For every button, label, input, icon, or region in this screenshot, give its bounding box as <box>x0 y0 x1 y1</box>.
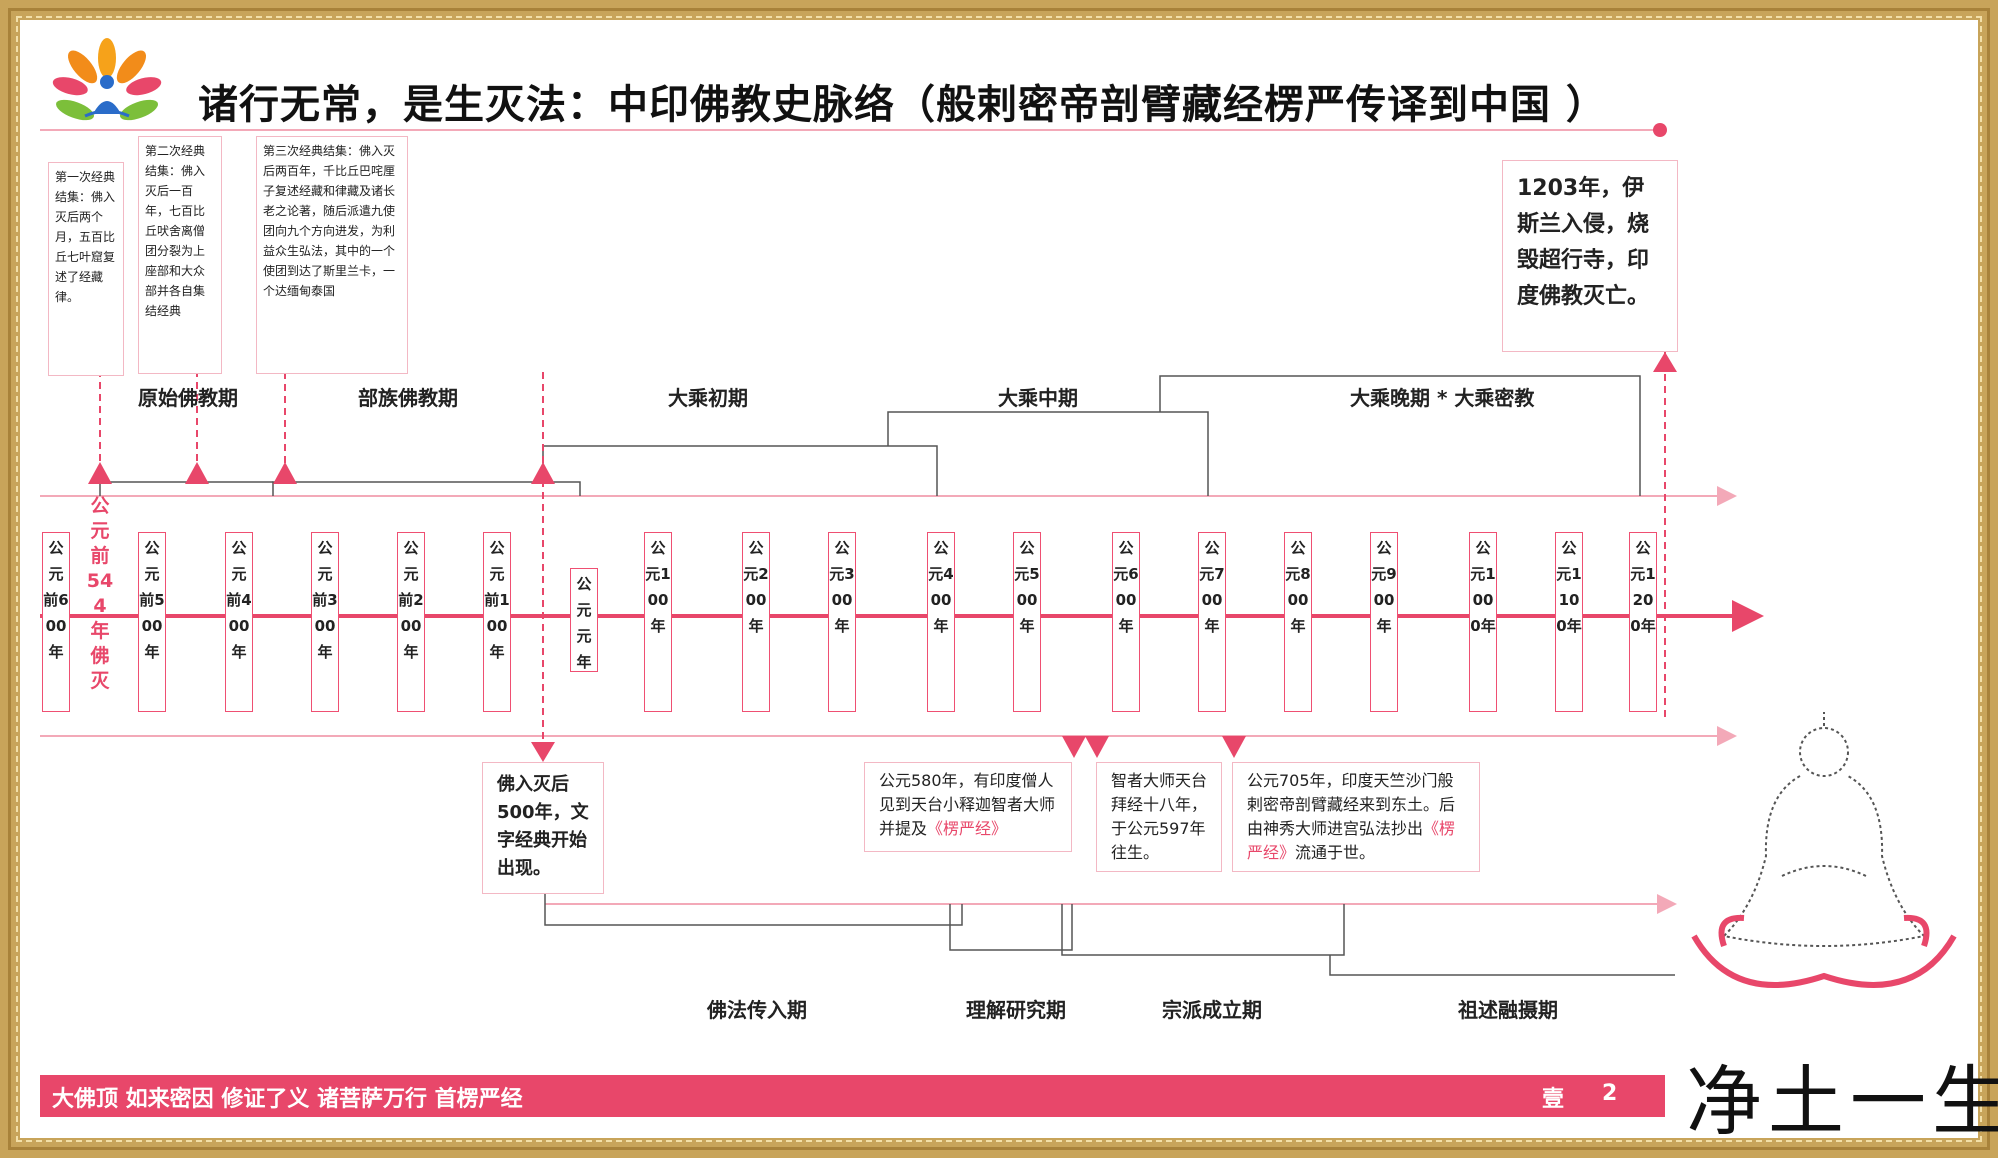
written-scripture-box: 佛入灭后500年，文字经典开始出现。 <box>482 762 604 894</box>
footer-text: 大佛顶 如来密因 修证了义 诸菩萨万行 首楞严经 <box>52 1087 523 1112</box>
tick-900ad: 公元900年 <box>1370 532 1398 712</box>
down-triangles <box>531 736 1246 762</box>
footer-page-label: 壹 <box>1542 1087 1565 1112</box>
tick-1200ad: 公元1200年 <box>1629 532 1657 712</box>
period-schools: 宗派成立期 <box>1162 998 1262 1022</box>
tick-700ad: 公元700年 <box>1198 532 1226 712</box>
buddha-outline-image <box>1691 712 1957 988</box>
period-late-mahayana: 大乘晚期 * 大乘密教 <box>1350 386 1535 410</box>
tick-100ad: 公元100年 <box>644 532 672 712</box>
event-705-end: 流通于世。 <box>1295 843 1376 862</box>
period-sectarian: 部族佛教期 <box>358 386 458 410</box>
tick-800ad: 公元800年 <box>1284 532 1312 712</box>
brand-calligraphy: 净土一生 <box>1686 1057 1998 1146</box>
footer-bar: 大佛顶 如来密因 修证了义 诸菩萨万行 首楞严经 壹 2 <box>40 1075 1665 1117</box>
period-early-mahayana: 大乘初期 <box>668 386 748 410</box>
period-synthesis: 祖述融摄期 <box>1458 998 1558 1022</box>
period-study: 理解研究期 <box>966 998 1066 1022</box>
page-title: 诸行无常，是生灭法：中印佛教史脉络（般剌密帝剖臂藏经楞严传译到中国 ） <box>198 82 1607 128</box>
header-rule-dot <box>1653 123 1667 137</box>
tick-300bc: 公元前300年 <box>311 532 339 712</box>
tick-200ad: 公元200年 <box>742 532 770 712</box>
tick-600ad: 公元600年 <box>1112 532 1140 712</box>
up-triangles <box>88 352 1677 484</box>
islam-invasion-box: 1203年，伊斯兰入侵，烧毁超行寺，印度佛教灭亡。 <box>1502 160 1678 352</box>
footer-page-number: 2 <box>1602 1081 1618 1106</box>
tick-500ad: 公元500年 <box>1013 532 1041 712</box>
lotus-meditation-logo <box>52 38 162 121</box>
period-middle-mahayana: 大乘中期 <box>998 386 1078 410</box>
tick-100bc: 公元前100年 <box>483 532 511 712</box>
tick-400bc: 公元前400年 <box>225 532 253 712</box>
tick-200bc: 公元前200年 <box>397 532 425 712</box>
second-council-box: 第二次经典结集：佛入灭后一百年，七百比丘吠舍离僧团分裂为上座部和大众部并各自集结… <box>138 136 222 374</box>
zhizhe-box: 智者大师天台拜经十八年，于公元597年往生。 <box>1096 762 1222 872</box>
tick-600bc: 公元前600年 <box>42 532 70 712</box>
event-705-sutra: 《楞严经》 <box>1247 819 1456 862</box>
event-705-text: 公元705年，印度天竺沙门般剌密帝剖臂藏经来到东土。后由神秀大师进宫弘法抄出 <box>1247 771 1456 838</box>
event-580-box: 公元580年，有印度僧人见到天台小释迦智者大师并提及《楞严经》 <box>864 762 1072 852</box>
tick-1000ad: 公元1000年 <box>1469 532 1497 712</box>
buddha-death-label: 公元前544年 佛灭 <box>86 495 114 692</box>
period-introduction: 佛法传入期 <box>707 998 807 1022</box>
event-580-sutra: 《楞严经》 <box>927 819 1008 838</box>
event-dashed-lines <box>99 350 1666 742</box>
tick-500bc: 公元前500年 <box>138 532 166 712</box>
tick-400ad: 公元400年 <box>927 532 955 712</box>
event-705-box: 公元705年，印度天竺沙门般剌密帝剖臂藏经来到东土。后由神秀大师进宫弘法抄出《楞… <box>1232 762 1480 872</box>
period-early-buddhism: 原始佛教期 <box>138 386 238 410</box>
event-580-text: 公元580年，有印度僧人见到天台小释迦智者大师并提及 <box>879 771 1056 838</box>
first-council-box: 第一次经典结集：佛入灭后两个月，五百比丘七叶窟复述了经藏律。 <box>48 162 124 376</box>
china-period-brackets <box>544 886 1675 976</box>
tick-1100ad: 公元1100年 <box>1555 532 1583 712</box>
tick-300ad: 公元300年 <box>828 532 856 712</box>
tick-year1: 公元元年 <box>570 568 598 672</box>
third-council-box: 第三次经典结集：佛入灭后两百年，千比丘巴咤厘子复述经藏和律藏及诸长老之论著，随后… <box>256 136 408 374</box>
